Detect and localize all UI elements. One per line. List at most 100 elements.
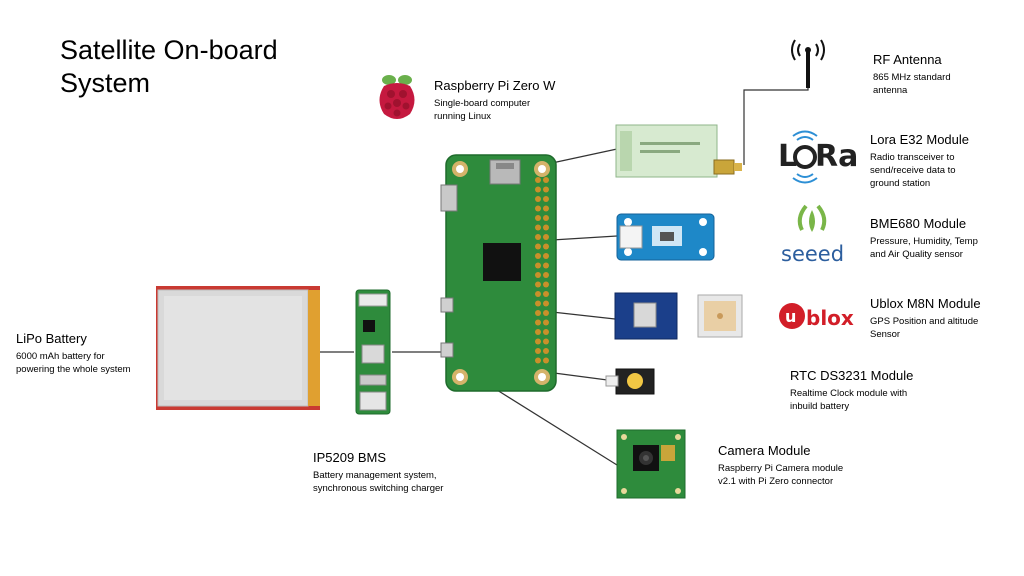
gpio-pin — [535, 300, 541, 307]
gpio-pin — [543, 234, 549, 240]
wire-pi-gps — [551, 311, 616, 320]
gpio-pin — [543, 338, 549, 345]
gpio-pin — [543, 177, 549, 183]
seeed-logo-icon: seeed — [781, 204, 844, 266]
label-bme680: BME680 Module Pressure, Humidity, Temp a… — [870, 216, 978, 261]
gpio-pin — [535, 243, 541, 250]
rf-antenna-name: RF Antenna — [873, 52, 942, 67]
battery-desc-line-1: 6000 mAh battery for — [16, 351, 105, 362]
page-title: Satellite On-board System — [60, 34, 278, 100]
gpio-pin — [535, 196, 541, 202]
gpio-pin — [535, 262, 541, 269]
camera-module-board — [616, 429, 686, 499]
rtc-desc: Realtime Clock module with inbuild batte… — [790, 387, 913, 413]
camera-name: Camera Module — [718, 443, 811, 458]
wire-pi-camera — [496, 389, 618, 466]
gpio-pin — [535, 177, 541, 183]
bme680-name: BME680 Module — [870, 216, 967, 231]
rf-antenna-desc-line-1: 865 MHz standard — [873, 72, 951, 83]
label-camera: Camera Module Raspberry Pi Camera module… — [718, 443, 843, 488]
bms-name: IP5209 BMS — [313, 450, 386, 465]
gpio-pin — [543, 262, 549, 269]
gpio-pin — [535, 205, 541, 212]
ublox-desc: GPS Position and altitude Sensor — [870, 315, 981, 341]
gpio-pin — [543, 329, 549, 335]
label-rtc: RTC DS3231 Module Realtime Clock module … — [790, 368, 913, 413]
battery-desc-line-2: powering the whole system — [16, 364, 131, 375]
ublox-name: Ublox M8N Module — [870, 296, 981, 311]
gpio-pin — [535, 186, 541, 193]
lora-logo-icon: L Ra — [778, 130, 858, 184]
gpio-pin — [543, 348, 549, 354]
gpio-pin — [543, 357, 549, 364]
gpio-pin — [543, 205, 549, 212]
gpio-pin — [535, 291, 541, 297]
raspberry-pi-desc-line-2: running Linux — [434, 111, 492, 122]
rf-antenna-desc: 865 MHz standard antenna — [873, 71, 951, 97]
label-bms: IP5209 BMS Battery management system, sy… — [313, 450, 443, 495]
gpio-pin — [535, 253, 541, 259]
camera-desc-line-2: v2.1 with Pi Zero connector — [718, 476, 834, 487]
svg-text:u: u — [785, 307, 796, 326]
raspberry-pi-desc-line-1: Single-board computer — [434, 98, 531, 109]
gpio-pin — [543, 281, 549, 288]
label-rf-antenna: RF Antenna 865 MHz standard antenna — [873, 52, 951, 97]
label-raspberry-pi: Raspberry Pi Zero W Single-board compute… — [434, 78, 555, 123]
label-battery: LiPo Battery 6000 mAh battery for poweri… — [16, 331, 131, 376]
gpio-pin — [535, 319, 541, 326]
gpio-pin — [543, 224, 549, 231]
gpio-pin — [543, 196, 549, 202]
lora-name: Lora E32 Module — [870, 132, 970, 147]
raspberry-pi-zero-board — [440, 154, 557, 392]
rtc-module-board — [605, 368, 655, 395]
gpio-pin — [543, 215, 549, 221]
camera-desc-line-1: Raspberry Pi Camera module — [718, 463, 844, 474]
svg-text:L: L — [778, 139, 797, 174]
bms-desc-line-2: synchronous switching charger — [313, 483, 444, 494]
svg-text:Ra: Ra — [815, 139, 858, 174]
gps-module-board — [614, 292, 743, 340]
bme680-desc-line-1: Pressure, Humidity, Temp — [870, 236, 978, 247]
camera-desc: Raspberry Pi Camera module v2.1 with Pi … — [718, 462, 843, 488]
label-ublox: Ublox M8N Module GPS Position and altitu… — [870, 296, 981, 341]
gpio-pin — [543, 300, 549, 307]
lora-desc: Radio transceiver to send/receive data t… — [870, 151, 969, 190]
gpio-pin — [535, 281, 541, 288]
svg-text:seeed: seeed — [781, 242, 844, 266]
raspberry-pi-name: Raspberry Pi Zero W — [434, 78, 556, 93]
ublox-logo-icon: u blox — [779, 303, 854, 330]
bme680-desc-line-2: and Air Quality sensor — [870, 249, 963, 260]
battery-name: LiPo Battery — [16, 331, 87, 346]
gpio-pin — [535, 357, 541, 364]
bme680-desc: Pressure, Humidity, Temp and Air Quality… — [870, 235, 978, 261]
gpio-pin — [543, 186, 549, 193]
gpio-pin — [535, 348, 541, 354]
rtc-desc-line-1: Realtime Clock module with — [790, 388, 908, 399]
gpio-pin — [535, 224, 541, 231]
lora-module-board — [615, 124, 742, 178]
wire-pi-bme — [551, 235, 618, 241]
gpio-pin — [535, 272, 541, 278]
lora-desc-line-1: Radio transceiver to — [870, 152, 955, 163]
raspberry-pi-desc: Single-board computer running Linux — [434, 97, 555, 123]
battery-desc: 6000 mAh battery for powering the whole … — [16, 350, 131, 376]
page-title-line-2: System — [60, 68, 151, 98]
rtc-desc-line-2: inbuild battery — [790, 401, 850, 412]
gpio-pin — [543, 291, 549, 297]
raspberry-pi-logo-icon — [379, 75, 415, 119]
gpio-pin — [543, 253, 549, 259]
label-lora: Lora E32 Module Radio transceiver to sen… — [870, 132, 969, 190]
gpio-pin — [543, 272, 549, 278]
lora-desc-line-3: ground station — [870, 178, 931, 189]
lora-desc-line-2: send/receive data to — [870, 165, 956, 176]
gpio-pin — [543, 319, 549, 326]
rtc-name: RTC DS3231 Module — [790, 368, 914, 383]
rf-antenna-desc-line-2: antenna — [873, 85, 908, 96]
wire-pi-lora — [551, 148, 618, 164]
bms-desc: Battery management system, synchronous s… — [313, 469, 443, 495]
gpio-pin — [535, 338, 541, 345]
lipo-battery — [156, 286, 320, 410]
bms-board — [355, 289, 391, 415]
gpio-pin — [543, 310, 549, 316]
